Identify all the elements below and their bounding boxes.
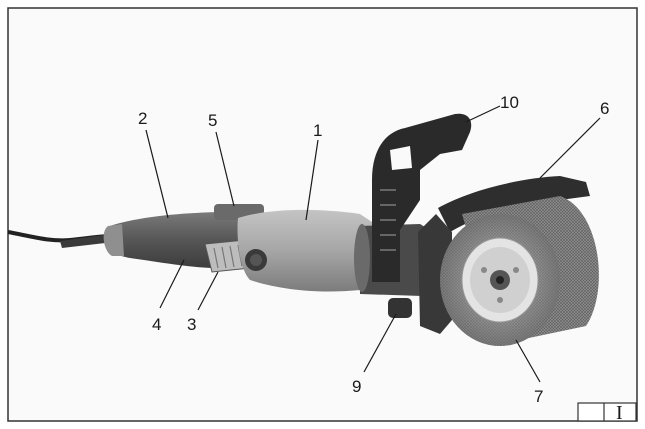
callout-9: 9 [352,377,361,396]
trigger-ribs [213,244,243,269]
leader-line-7 [515,339,541,383]
grip-end-cap [103,224,124,256]
callout-1: 1 [313,121,322,140]
callout-2: 2 [138,109,147,128]
figure-label: I [616,402,623,424]
figure-label-box [577,402,637,422]
callout-7: 7 [534,387,543,406]
lock-button-inner [250,254,262,266]
leader-line-9 [363,313,397,373]
motor-housing [237,209,372,292]
callout-4: 4 [152,315,161,334]
leader-line-6 [539,117,601,179]
leader-line-4 [159,259,185,309]
handle-cutout [390,146,412,170]
leader-line-5 [215,131,235,207]
callout-6: 6 [600,99,609,118]
callout-10: 10 [500,93,519,112]
gear-head-ring [354,224,370,292]
leader-line-1 [305,139,319,221]
leader-line-3 [197,271,219,311]
guard-side-plate [418,214,452,334]
callout-3: 3 [187,315,196,334]
leader-line-10 [465,105,501,123]
callout-5: 5 [208,111,217,130]
leader-line-2 [145,129,169,219]
handle-ribs [380,189,396,251]
spindle-lock-button [388,298,412,318]
wire-brush-wheel [440,196,599,346]
cord-strain-relief [60,234,114,248]
